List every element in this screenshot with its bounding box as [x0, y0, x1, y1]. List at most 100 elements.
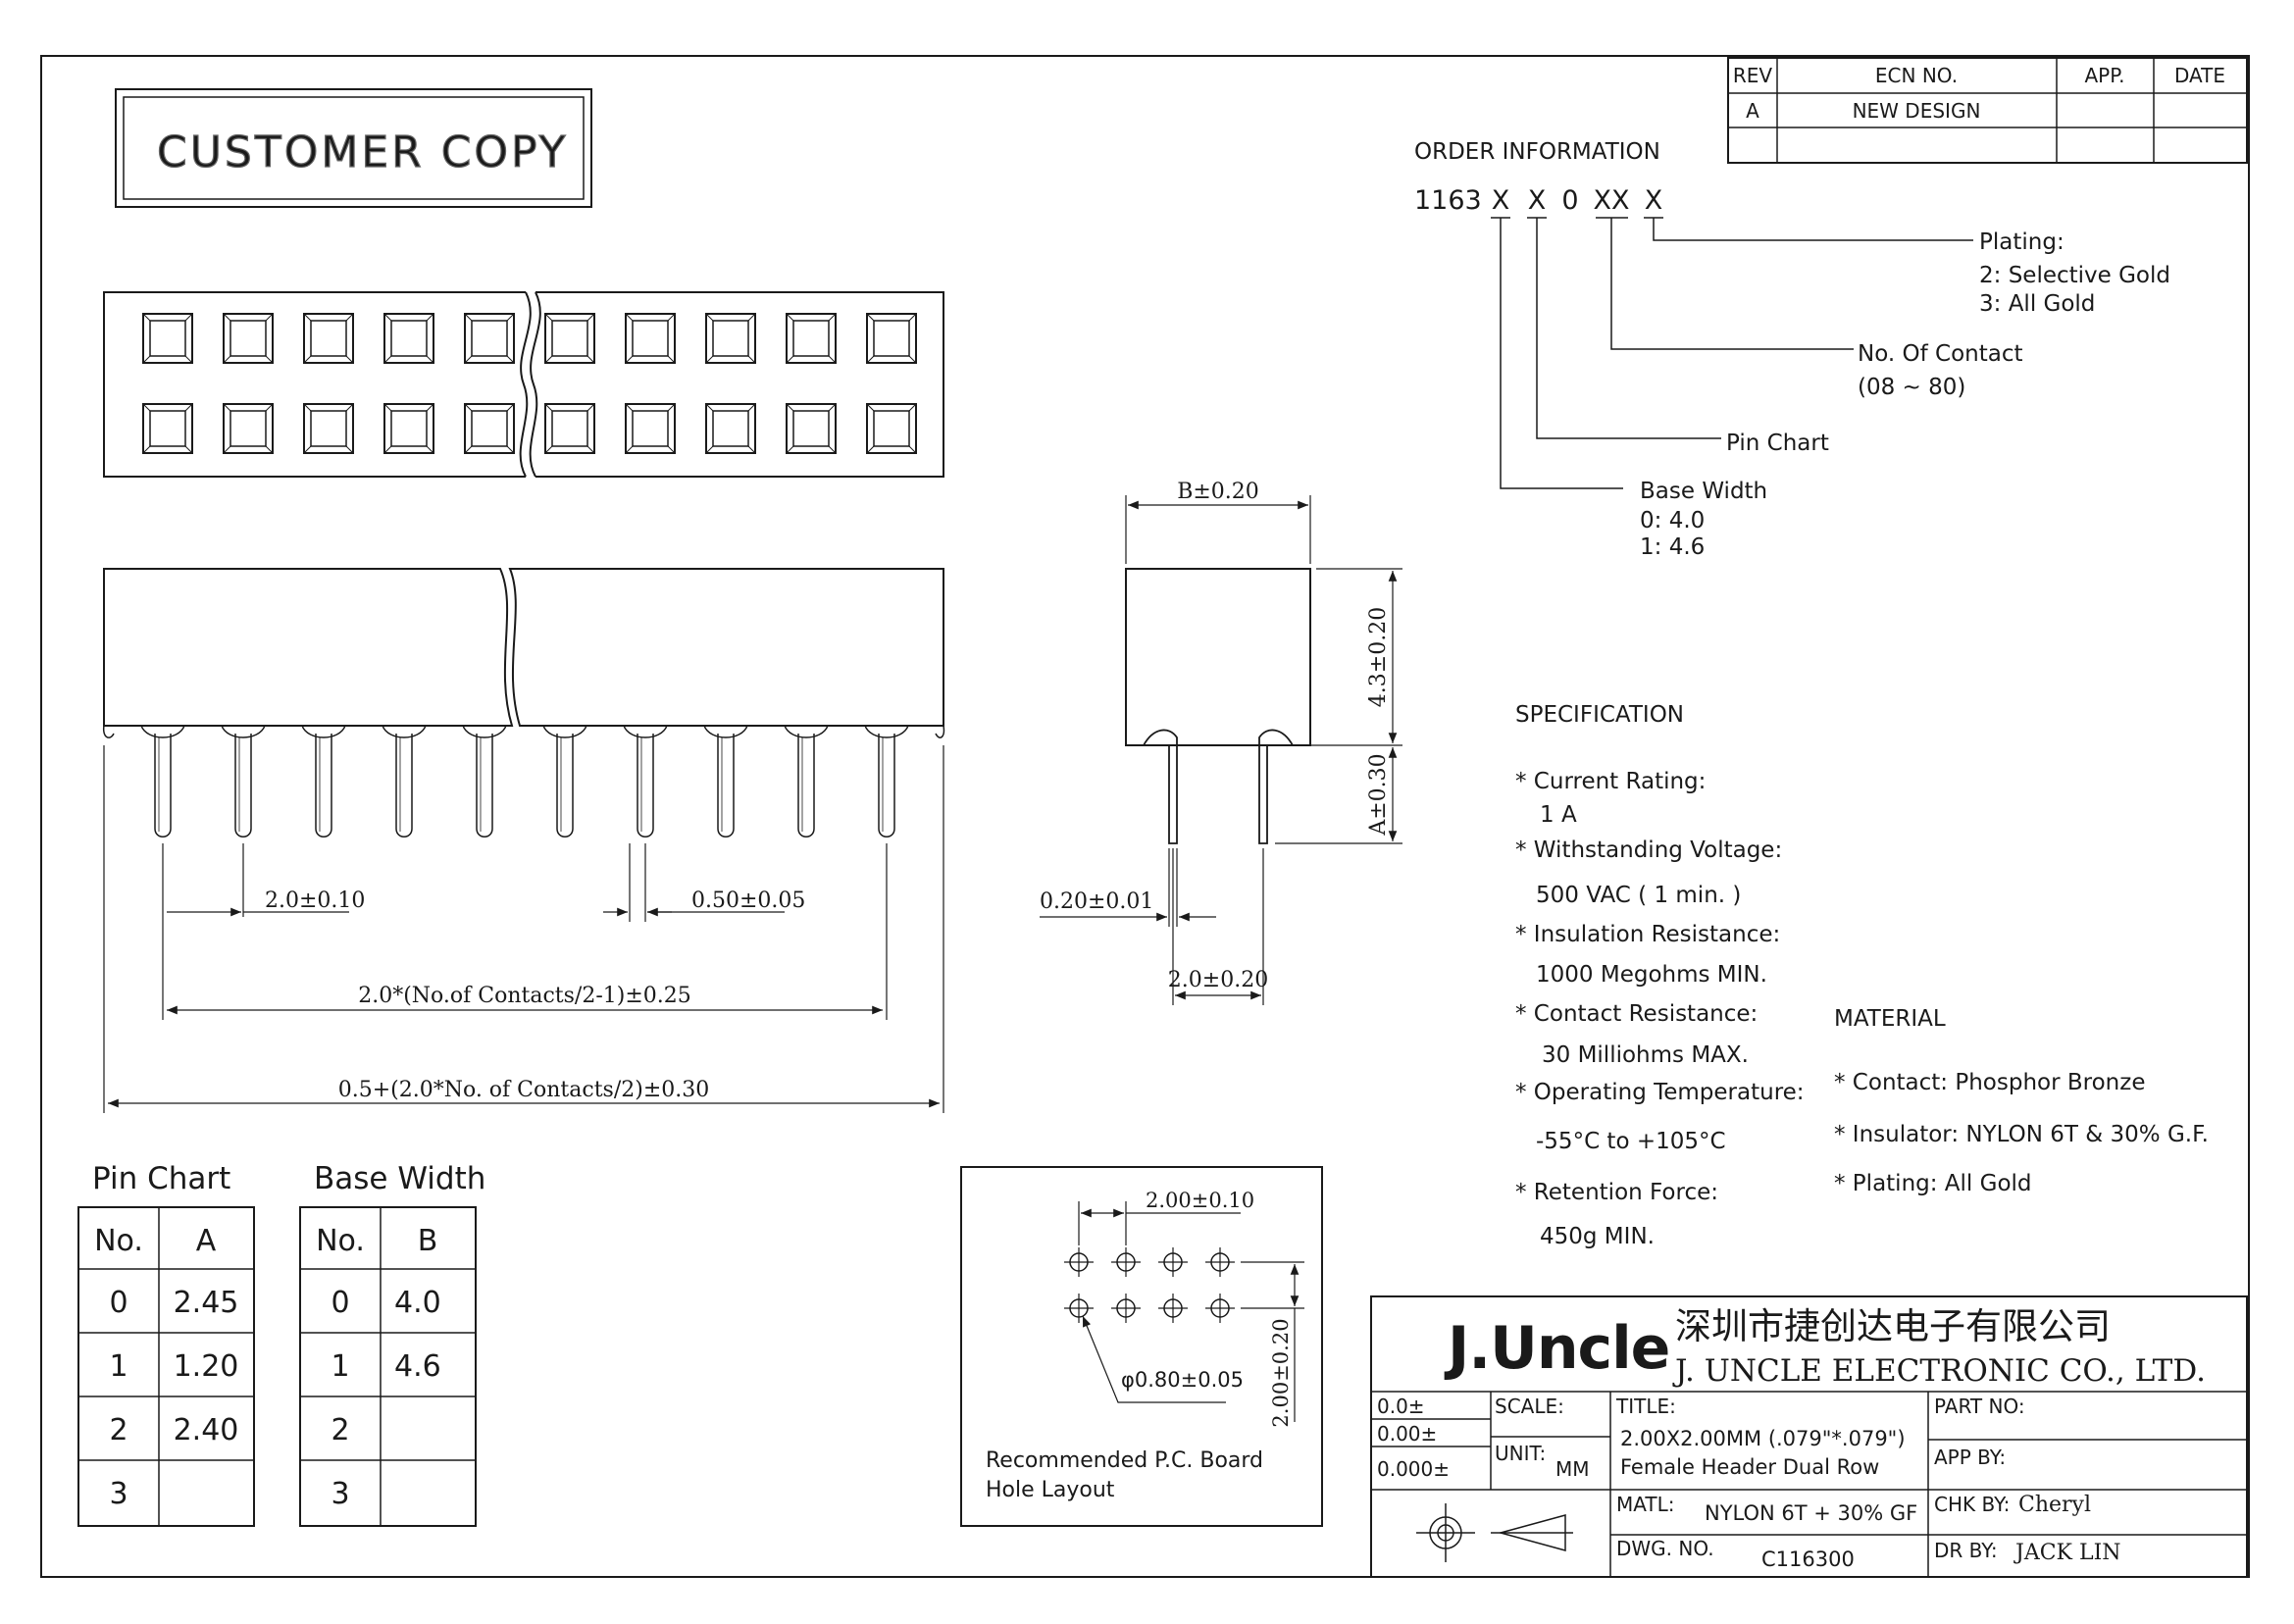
spec-label-3: * Contact Resistance: [1515, 1001, 1758, 1027]
base-width-no-0: 0 [331, 1286, 349, 1320]
spec-label-4: * Operating Temperature: [1515, 1080, 1805, 1105]
base-width-header-b: B [418, 1224, 438, 1258]
contact-cell [625, 313, 676, 364]
pin-chart-table: Pin Chart No. A 0 2.45 1 1.20 2 2.40 3 [77, 1161, 255, 1527]
dwg-value: C116300 [1761, 1548, 1855, 1571]
order-code-prefix: 1163 [1414, 185, 1482, 216]
contact-cell [383, 403, 434, 454]
end-view: B±0.20 4.3±0.20 A±0.30 0.20±0.01 2.0±0.2… [1040, 480, 1402, 1005]
contact-cell [705, 313, 756, 364]
base-width-title: Base Width [314, 1161, 485, 1196]
row-pitch-dim: 2.0±0.20 [1168, 968, 1268, 992]
pcb-hole-icon [1064, 1247, 1094, 1277]
pitch-dim: 2.0±0.10 [265, 888, 365, 913]
app-by-label: APP BY: [1934, 1446, 2006, 1469]
pin-thick-dim: 0.20±0.01 [1040, 889, 1153, 914]
order-code-base: X [1492, 185, 1510, 216]
plating-title: Plating: [1979, 229, 2065, 255]
scale-label: SCALE: [1495, 1395, 1564, 1418]
header-pin [462, 725, 507, 837]
pin-width-dim: 0.50±0.05 [691, 888, 805, 913]
pcb-row-pitch-dim: 2.00±0.20 [1269, 1318, 1293, 1427]
order-code-zero: 0 [1561, 185, 1578, 216]
base-width-opt-0: 0: 4.0 [1640, 508, 1705, 533]
material-item-1: * Insulator: NYLON 6T & 30% G.F. [1834, 1122, 2209, 1147]
rev-header: REV [1733, 64, 1773, 87]
dwg-label: DWG. NO. [1616, 1537, 1714, 1560]
pcb-caption-1: Recommended P.C. Board [986, 1448, 1263, 1473]
top-view [103, 291, 944, 478]
chk-by-label: CHK BY: [1934, 1493, 2010, 1516]
spec-value-0: 1 A [1540, 802, 1577, 828]
part-label: PART NO: [1934, 1395, 2025, 1418]
app-header: APP. [2084, 64, 2124, 87]
header-pin [542, 725, 587, 837]
contact-cell [142, 403, 193, 454]
company-name-cn: 深圳市捷创达电子有限公司 [1675, 1305, 2111, 1347]
pin-chart-callout: Pin Chart [1726, 431, 1829, 456]
tolerance-2: 0.00± [1377, 1422, 1437, 1446]
pin-chart-header-a: A [196, 1224, 217, 1258]
matl-value: NYLON 6T + 30% GF [1705, 1501, 1917, 1525]
ecn-header: ECN NO. [1875, 64, 1958, 87]
pcb-hole-icon [1158, 1294, 1188, 1323]
tolerance-3: 0.000± [1377, 1457, 1450, 1481]
contact-cell [866, 403, 917, 454]
pin-chart-title: Pin Chart [92, 1161, 230, 1196]
header-pin [623, 725, 668, 837]
contact-cell [223, 313, 274, 364]
spec-label-2: * Insulation Resistance: [1515, 922, 1780, 947]
contact-cell [866, 313, 917, 364]
pin-chart-a-1: 1.20 [174, 1349, 239, 1384]
pcb-hole-icon [1158, 1247, 1188, 1277]
pcb-hole-dim: φ0.80±0.05 [1121, 1368, 1244, 1392]
pin-chart-a-2: 2.40 [174, 1413, 239, 1447]
contact-cell [464, 403, 515, 454]
pcb-pitch-dim: 2.00±0.10 [1146, 1189, 1254, 1212]
contact-cell [223, 403, 274, 454]
dr-by-value: JACK LIN [2014, 1541, 2121, 1565]
material-title: MATERIAL [1834, 1006, 1946, 1032]
projection-symbol-icon [1416, 1503, 1573, 1562]
specification: SPECIFICATION * Current Rating: 1 A * Wi… [1515, 702, 1805, 1249]
header-pin [221, 725, 266, 837]
base-width-no-3: 3 [331, 1477, 349, 1511]
rev-value: A [1746, 99, 1759, 123]
base-width-b-1: 4.6 [394, 1349, 441, 1384]
pcb-hole-icon [1205, 1294, 1235, 1323]
pcb-hole-icon [1111, 1247, 1141, 1277]
header-pin [140, 725, 185, 837]
material: MATERIAL * Contact: Phosphor Bronze * In… [1834, 1006, 2209, 1196]
tolerance-1: 0.0± [1377, 1395, 1425, 1418]
spec-value-4: -55°C to +105°C [1536, 1129, 1726, 1154]
pin-chart-no-0: 0 [109, 1286, 127, 1320]
order-code-pin: X [1528, 185, 1547, 216]
stamp-text: CUSTOMER COPY [157, 127, 569, 178]
pcb-hole-layout: 2.00±0.10 2.00±0.20 φ0.80±0.05 Recommend… [960, 1166, 1323, 1527]
pin-chart-no-2: 2 [109, 1413, 127, 1447]
tail-dim: A±0.30 [1366, 753, 1391, 836]
contact-cell [705, 403, 756, 454]
height-dim: 4.3±0.20 [1366, 607, 1391, 707]
title-block: J.Uncle 深圳市捷创达电子有限公司 J. UNCLE ELECTRONIC… [1370, 1295, 2248, 1578]
contact-cell [786, 403, 837, 454]
pcb-hole-icon [1064, 1294, 1094, 1323]
base-width-callout: Base Width [1640, 479, 1767, 504]
header-pin [301, 725, 346, 837]
title-line-2: Female Header Dual Row [1620, 1455, 1879, 1479]
matl-label: MATL: [1616, 1493, 1674, 1516]
dr-by-label: DR BY: [1934, 1539, 1998, 1562]
spec-label-0: * Current Rating: [1515, 769, 1706, 794]
pin-chart-no-1: 1 [109, 1349, 127, 1384]
contacts-title: No. Of Contact [1858, 341, 2023, 367]
chk-by-value: Cheryl [2018, 1493, 2091, 1517]
order-code-contacts: XX [1594, 185, 1630, 216]
contacts-range: (08 ~ 80) [1858, 375, 1965, 400]
order-code-plating: X [1645, 185, 1663, 216]
header-pin [703, 725, 748, 837]
ecn-value: NEW DESIGN [1853, 99, 1981, 123]
base-b-dim: B±0.20 [1177, 480, 1259, 504]
base-width-table: Base Width No. B 0 4.0 1 4.6 2 3 [299, 1161, 485, 1527]
material-item-2: * Plating: All Gold [1834, 1171, 2032, 1196]
